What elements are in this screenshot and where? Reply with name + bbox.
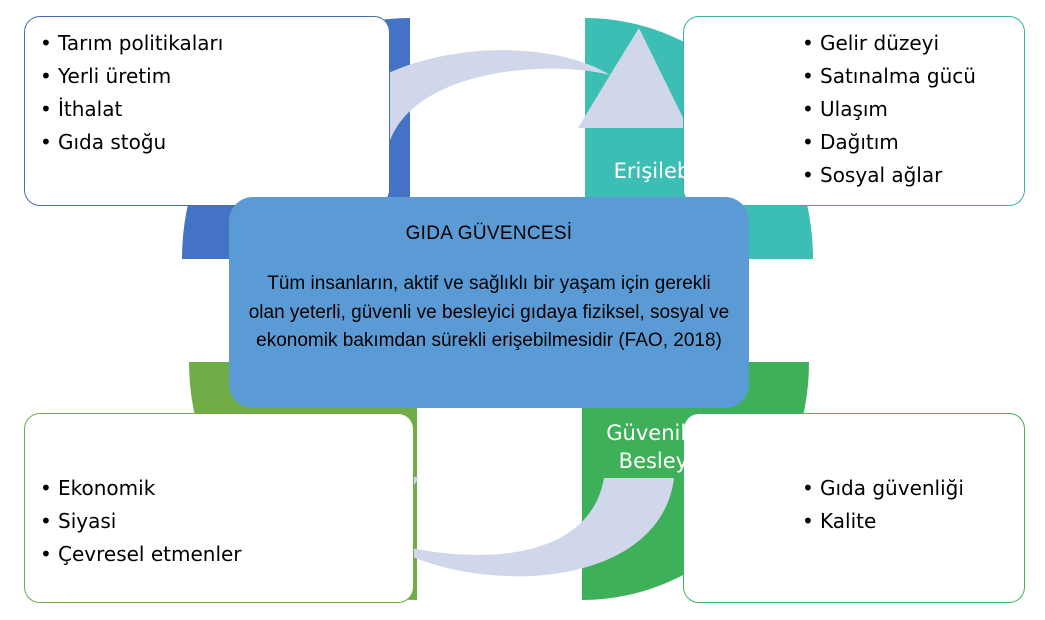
list-item: Çevresel etmenler	[40, 538, 413, 571]
list-item: Ulaşım	[802, 93, 1024, 126]
factor-list-reachability: Ekonomik Siyasi Çevresel etmenler	[40, 472, 413, 571]
list-item: Gelir düzeyi	[802, 27, 1024, 60]
list-item: Ekonomik	[40, 472, 413, 505]
factor-box-accessibility: Gelir düzeyi Satınalma gücü Ulaşım Dağıt…	[683, 16, 1025, 206]
list-item: Kalite	[802, 505, 1024, 538]
list-item: Satınalma gücü	[802, 60, 1024, 93]
factor-box-safety: Gıda güvenliği Kalite	[683, 413, 1025, 603]
list-item: Sosyal ağlar	[802, 159, 1024, 192]
diagram-title: GIDA GÜVENCESİ	[405, 223, 573, 244]
list-item: Siyasi	[40, 505, 413, 538]
list-item: Gıda güvenliği	[802, 472, 1024, 505]
factor-box-reachability: Ekonomik Siyasi Çevresel etmenler	[24, 413, 414, 603]
list-item: Dağıtım	[802, 126, 1024, 159]
factor-box-availability: Tarım politikaları Yerli üretim İthalat …	[24, 16, 390, 206]
list-item: Yerli üretim	[40, 60, 389, 93]
quadrant-label-reachability: Ulaşılabilir	[278, 432, 388, 456]
definition-text: Tüm insanların, aktif ve sağlıklı bir ya…	[248, 273, 730, 351]
cycle-arrow-top	[317, 28, 688, 155]
factor-list-accessibility: Gelir düzeyi Satınalma gücü Ulaşım Dağıt…	[802, 27, 1024, 192]
quadrant-label-accessibility: Erişilebilir	[613, 159, 717, 183]
list-item: İthalat	[40, 93, 389, 126]
factor-list-availability: Tarım politikaları Yerli üretim İthalat …	[40, 27, 389, 159]
quadrant-label-safety: Güvenilir & Besleyici	[585, 419, 745, 475]
center-definition-box: GIDA GÜVENCESİ Tüm insanların, aktif ve …	[229, 197, 749, 408]
list-item: Tarım politikaları	[40, 27, 389, 60]
list-item: Gıda stoğu	[40, 126, 389, 159]
quadrant-label-availability: Bulunması	[274, 162, 386, 186]
quadrant-label-safety-text: Güvenilir & Besleyici	[606, 421, 724, 473]
factor-list-safety: Gıda güvenliği Kalite	[802, 472, 1024, 538]
